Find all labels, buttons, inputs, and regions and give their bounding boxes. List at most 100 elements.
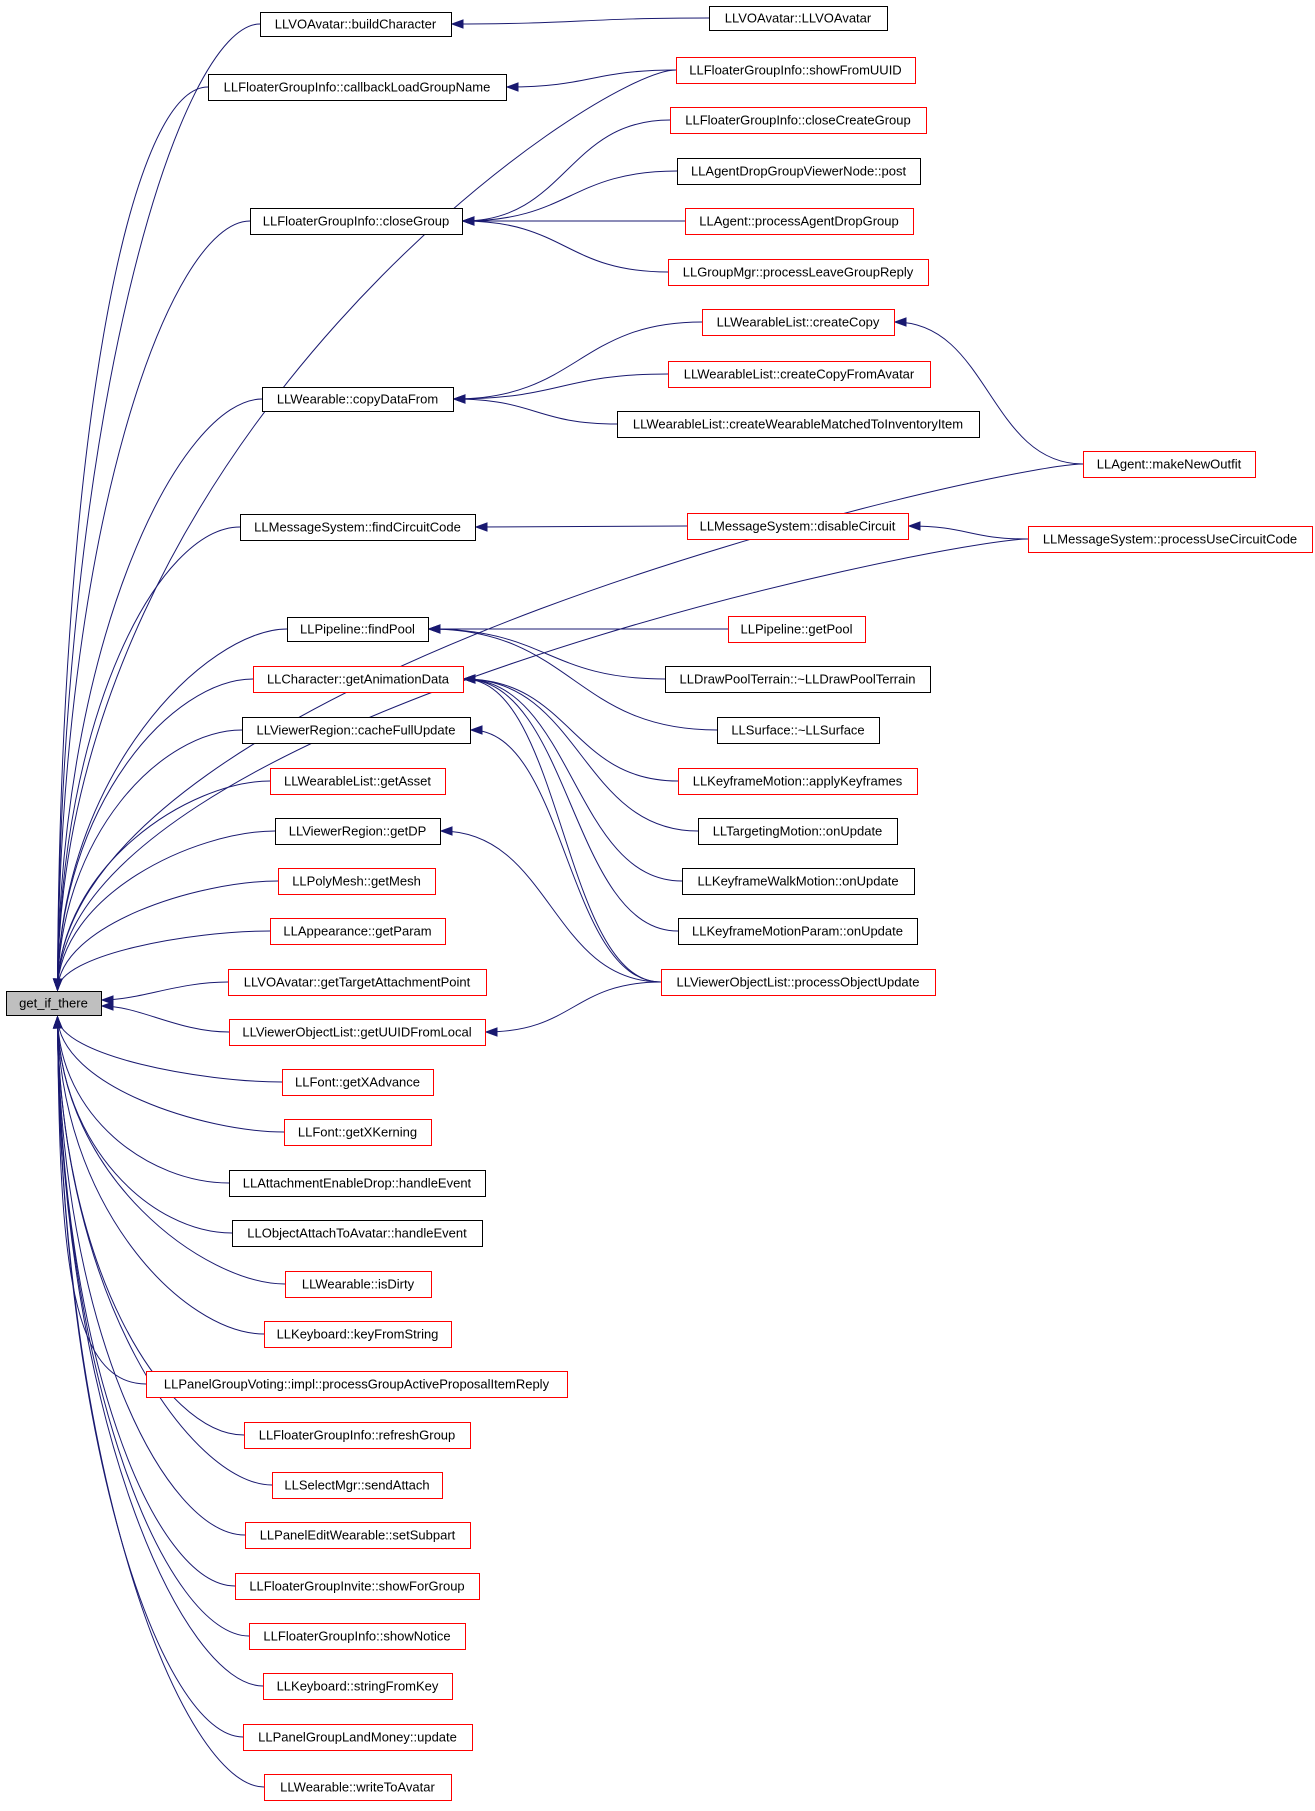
call-edge-processagentdropgroup-to-closegroup [461,216,685,226]
graph-node-showforgroup[interactable]: LLFloaterGroupInvite::showForGroup [235,1573,480,1600]
node-box [263,1673,453,1700]
call-edge-findpool-to-get-if-there [52,628,288,992]
call-edge-applykeyframes-to-getanimationdata [462,674,679,782]
graph-node-createwearablematched[interactable]: LLWearableList::createWearableMatchedToI… [617,411,980,438]
graph-node-attachtoavatar[interactable]: LLObjectAttachToAvatar::handleEvent [232,1220,483,1247]
graph-node-llvoavatar[interactable]: LLVOAvatar::LLVOAvatar [709,6,888,31]
graph-node-setsubpart[interactable]: LLPanelEditWearable::setSubpart [245,1522,471,1549]
edge-arrowhead [474,522,488,532]
node-box [685,208,914,235]
graph-node-showfromuuid[interactable]: LLFloaterGroupInfo::showFromUUID [676,57,916,84]
graph-node-droppost[interactable]: LLAgentDropGroupViewerNode::post [677,158,921,185]
node-box [687,513,909,540]
graph-node-processusecircuitcode[interactable]: LLMessageSystem::processUseCircuitCode [1028,526,1313,553]
call-edge-getasset-to-get-if-there [52,780,271,992]
edge-line [475,525,688,528]
graph-node-refreshgroup[interactable]: LLFloaterGroupInfo::refreshGroup [244,1422,471,1449]
graph-node-getmesh[interactable]: LLPolyMesh::getMesh [278,868,436,895]
edge-line [440,830,662,983]
call-edge-showfromuuid-to-callbackloadgroupname [505,69,677,92]
graph-node-gettargetattachmentpoint[interactable]: LLVOAvatar::getTargetAttachmentPoint [228,969,487,996]
call-edge-sendattach-to-get-if-there [52,1015,273,1486]
graph-node-getparam[interactable]: LLAppearance::getParam [270,918,446,945]
edges-layer [52,17,1084,1788]
node-box [262,387,454,412]
graph-node-sendattach[interactable]: LLSelectMgr::sendAttach [272,1472,443,1499]
call-edge-paramonupdate-to-getanimationdata [462,674,679,932]
edge-line [57,880,279,991]
graph-node-targetingonupdate[interactable]: LLTargetingMotion::onUpdate [698,818,898,845]
graph-node-cachefullupdate[interactable]: LLViewerRegion::cacheFullUpdate [242,717,471,744]
graph-node-disablecircuit[interactable]: LLMessageSystem::disableCircuit [687,513,909,540]
edge-line [57,86,209,991]
call-edge-createwearablematched-to-copydatafrom [452,394,618,425]
edge-line [57,1016,273,1486]
graph-node-getxadvance[interactable]: LLFont::getXAdvance [282,1069,434,1096]
node-box [243,1724,473,1751]
graph-node-applykeyframes[interactable]: LLKeyframeMotion::applyKeyframes [678,768,918,795]
call-edge-processleavegroupreply-to-closegroup [461,216,669,273]
graph-node-createcopy[interactable]: LLWearableList::createCopy [702,309,895,336]
graph-node-dtorsurface[interactable]: LLSurface::~LLSurface [717,717,880,744]
node-box [702,309,895,336]
edge-line [57,830,276,991]
edge-line [57,628,288,991]
graph-node-processgroupactive[interactable]: LLPanelGroupVoting::impl::processGroupAc… [146,1371,568,1398]
node-box [717,717,880,744]
edge-line [101,1005,230,1033]
node-box [287,617,429,642]
graph-node-enabledrop[interactable]: LLAttachmentEnableDrop::handleEvent [229,1170,486,1197]
edge-line [506,69,677,88]
node-box [229,1019,486,1046]
graph-node-getdp[interactable]: LLViewerRegion::getDP [275,818,441,845]
graph-node-buildcharacter[interactable]: LLVOAvatar::buildCharacter [260,12,452,37]
node-box [676,57,916,84]
node-box [235,1573,480,1600]
node-box [617,411,980,438]
graph-node-dtordrawpoolterrain[interactable]: LLDrawPoolTerrain::~LLDrawPoolTerrain [665,666,931,693]
graph-node-processobjectupdate[interactable]: LLViewerObjectList::processObjectUpdate [661,969,936,996]
graph-node-stringfromkey[interactable]: LLKeyboard::stringFromKey [263,1673,453,1700]
graph-node-getxkerning[interactable]: LLFont::getXKerning [284,1119,432,1146]
graph-node-landmoneyupdate[interactable]: LLPanelGroupLandMoney::update [243,1724,473,1751]
node-label: LLKeyframeMotionParam::onUpdate [692,924,903,939]
graph-node-findcircuitcode[interactable]: LLMessageSystem::findCircuitCode [240,514,476,541]
graph-node-walkonupdate[interactable]: LLKeyframeWalkMotion::onUpdate [682,868,915,895]
graph-node-copydatafrom[interactable]: LLWearable::copyDataFrom [262,387,454,412]
node-label: LLMessageSystem::processUseCircuitCode [1043,532,1297,547]
graph-node-makenewoutfit[interactable]: LLAgent::makeNewOutfit [1083,451,1256,478]
graph-node-getuuidfromlocal[interactable]: LLViewerObjectList::getUUIDFromLocal [229,1019,486,1046]
edge-line [57,398,263,991]
edge-arrowhead [439,826,453,836]
call-edge-findcircuitcode-to-get-if-there [52,526,241,992]
graph-node-getanimationdata[interactable]: LLCharacter::getAnimationData [253,666,464,693]
graph-node-createcopyfromavatar[interactable]: LLWearableList::createCopyFromAvatar [668,361,931,388]
call-edge-dtorsurface-to-findpool [427,624,718,731]
graph-node-keyfromstring[interactable]: LLKeyboard::keyFromString [264,1321,452,1348]
graph-node-processleavegroupreply[interactable]: LLGroupMgr::processLeaveGroupReply [668,259,929,286]
graph-node-processagentdropgroup[interactable]: LLAgent::processAgentDropGroup [685,208,914,235]
graph-node-callbackloadgroupname[interactable]: LLFloaterGroupInfo::callbackLoadGroupNam… [208,74,507,101]
graph-node-shownotice[interactable]: LLFloaterGroupInfo::showNotice [249,1623,466,1650]
node-label: LLWearable::copyDataFrom [277,392,438,407]
graph-node-closecreategroup[interactable]: LLFloaterGroupInfo::closeCreateGroup [670,107,927,134]
graph-node-get-if-there[interactable]: get_if_there [6,991,102,1016]
graph-node-paramonupdate[interactable]: LLKeyframeMotionParam::onUpdate [678,918,918,945]
edge-arrowhead [469,725,483,735]
node-label: LLFloaterGroupInfo::refreshGroup [259,1428,456,1443]
graph-node-getasset[interactable]: LLWearableList::getAsset [270,768,446,795]
call-edge-createcopy-to-copydatafrom [452,321,703,404]
call-edge-processobjectupdate-to-getdp [439,826,662,983]
call-edge-targetingonupdate-to-getanimationdata [462,674,699,832]
node-label: LLCharacter::getAnimationData [267,672,450,687]
node-box [668,259,929,286]
graph-node-isdirty[interactable]: LLWearable::isDirty [285,1271,432,1298]
graph-node-writetoavatar[interactable]: LLWearable::writeToAvatar [264,1774,452,1801]
graph-node-getpool[interactable]: LLPipeline::getPool [728,616,866,643]
edge-line [453,373,669,400]
node-box [229,1170,486,1197]
graph-node-findpool[interactable]: LLPipeline::findPool [287,617,429,642]
graph-node-closegroup[interactable]: LLFloaterGroupInfo::closeGroup [250,208,463,235]
node-box [682,868,915,895]
